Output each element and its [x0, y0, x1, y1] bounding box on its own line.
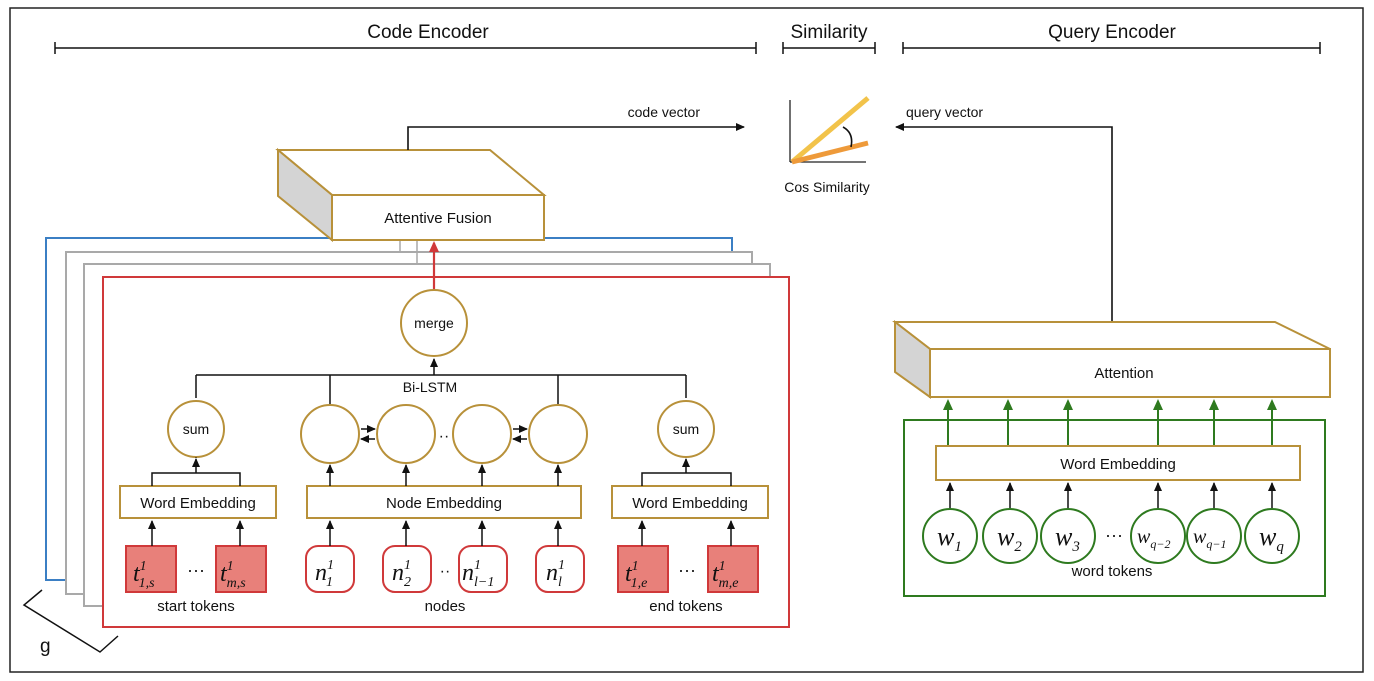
- end-token-first: [617, 545, 669, 593]
- g-label: g: [40, 636, 51, 657]
- nodes-ellipsis: ··: [440, 563, 451, 580]
- word-token-q-minus-1: [1186, 508, 1242, 564]
- node-token-l-minus-1: [458, 545, 508, 593]
- lstm-cell-4: [528, 404, 588, 464]
- node-token-2: [382, 545, 432, 593]
- word-token-q-minus-1-text: wq−1: [1193, 526, 1226, 551]
- word-token-q-minus-2-text: wq−2: [1137, 526, 1170, 551]
- word-token-q-minus-2: [1130, 508, 1186, 564]
- word-token-2-text: w2: [997, 522, 1022, 555]
- section-header-similarity: Similarity: [782, 22, 876, 54]
- node-embedding-label: Node Embedding: [386, 495, 502, 512]
- start-token-first: [125, 545, 177, 593]
- attention-label: Attention: [1094, 365, 1153, 382]
- sum-label-end: sum: [673, 421, 699, 437]
- word-embedding-start-label: Word Embedding: [140, 495, 256, 512]
- query-encoder-title: Query Encoder: [1048, 22, 1176, 43]
- merge-label: merge: [414, 315, 454, 331]
- word-token-q-text: wq: [1259, 522, 1284, 555]
- word-token-1: [922, 508, 978, 564]
- end-tokens-label: end tokens: [649, 598, 722, 615]
- word-tokens-ellipsis: ···: [1105, 525, 1123, 545]
- sum-node-end: [657, 400, 715, 458]
- word-token-1-text: w1: [937, 522, 962, 555]
- lstm-cell-2: [376, 404, 436, 464]
- code-vector-arrow: [407, 123, 745, 150]
- attentive-fusion-block: Attentive Fusion: [275, 147, 547, 243]
- bilstm-label: Bi-LSTM: [403, 379, 457, 395]
- section-header-query-encoder: Query Encoder: [902, 22, 1321, 54]
- query-vector-label: query vector: [906, 104, 983, 120]
- cos-similarity-label: Cos Similarity: [784, 179, 870, 195]
- cos-similarity-icon: [789, 96, 870, 165]
- query-word-embedding-label: Word Embedding: [1060, 456, 1176, 473]
- word-token-3-text: w3: [1055, 522, 1080, 555]
- lstm-cell-3: [452, 404, 512, 464]
- query-vector-arrow: [895, 123, 1113, 322]
- start-ellipsis: ···: [187, 560, 205, 580]
- word-embedding-end: [611, 485, 769, 519]
- nodes-label: nodes: [425, 598, 466, 615]
- merge-node: [400, 289, 468, 357]
- word-embedding-start: [119, 485, 277, 519]
- node-token-l: [535, 545, 585, 593]
- similarity-title: Similarity: [790, 22, 868, 43]
- node-embedding: [306, 485, 582, 519]
- start-tokens-label: start tokens: [157, 598, 235, 615]
- word-tokens-label: word tokens: [1071, 563, 1153, 580]
- code-encoder-title: Code Encoder: [367, 22, 489, 43]
- start-token-last: [215, 545, 267, 593]
- sum-label-start: sum: [183, 421, 209, 437]
- attentive-fusion-label: Attentive Fusion: [384, 210, 492, 227]
- query-word-embedding: [935, 445, 1301, 481]
- word-token-3: [1040, 508, 1096, 564]
- end-token-last: [707, 545, 759, 593]
- word-token-2: [982, 508, 1038, 564]
- word-token-q: [1244, 508, 1300, 564]
- lstm-cell-1: [300, 404, 360, 464]
- word-embedding-end-label: Word Embedding: [632, 495, 748, 512]
- g-bracket: g: [22, 589, 119, 657]
- code-vector-label: code vector: [628, 104, 701, 120]
- section-header-code-encoder: Code Encoder: [54, 22, 757, 54]
- attention-block: Attention: [892, 319, 1331, 399]
- lstm-ellipsis: ··: [439, 428, 450, 445]
- end-ellipsis: ···: [678, 560, 696, 580]
- query-token-panel: [903, 419, 1326, 597]
- outer-frame: [9, 7, 1364, 673]
